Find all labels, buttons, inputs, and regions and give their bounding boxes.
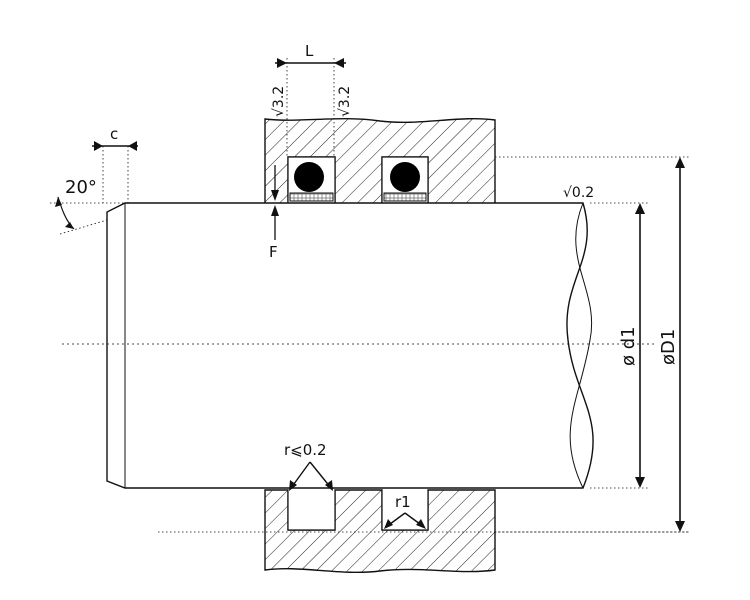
corner-radius-label: r⩽0.2	[284, 441, 327, 459]
o-ring-right	[390, 162, 420, 192]
groove-radius-callout: r1	[384, 493, 426, 529]
slide-ring-right	[383, 192, 427, 202]
shaft-roughness-label: √0.2	[563, 185, 594, 201]
force-arrow: F	[269, 165, 279, 261]
chamfer-angle: 20°	[55, 177, 97, 230]
chamfer-angle-label: 20°	[65, 177, 97, 198]
bottom-housing	[264, 489, 496, 574]
extension-lines	[50, 58, 690, 533]
dimension-d1: ø d1	[618, 203, 645, 488]
groove-radius-label: r1	[395, 493, 411, 511]
dimension-c: c	[92, 125, 138, 151]
force-label: F	[269, 243, 278, 261]
roughness-left-label: √3.2	[271, 86, 287, 117]
corner-radius-callout: r⩽0.2	[284, 441, 333, 491]
o-ring-left	[294, 162, 324, 192]
dimension-bore-d1: øD1	[658, 157, 685, 532]
shaft	[106, 202, 594, 489]
slide-ring-left	[289, 192, 334, 202]
seal-groove-left	[287, 156, 336, 206]
dimension-l: L	[275, 42, 346, 68]
dimension-bore-d1-label: øD1	[658, 329, 679, 365]
dimension-d1-label: ø d1	[618, 326, 639, 366]
dimension-c-label: c	[110, 125, 118, 143]
roughness-right-label: √3.2	[337, 86, 353, 117]
seal-groove-right	[381, 156, 429, 206]
dimension-l-label: L	[305, 42, 314, 60]
